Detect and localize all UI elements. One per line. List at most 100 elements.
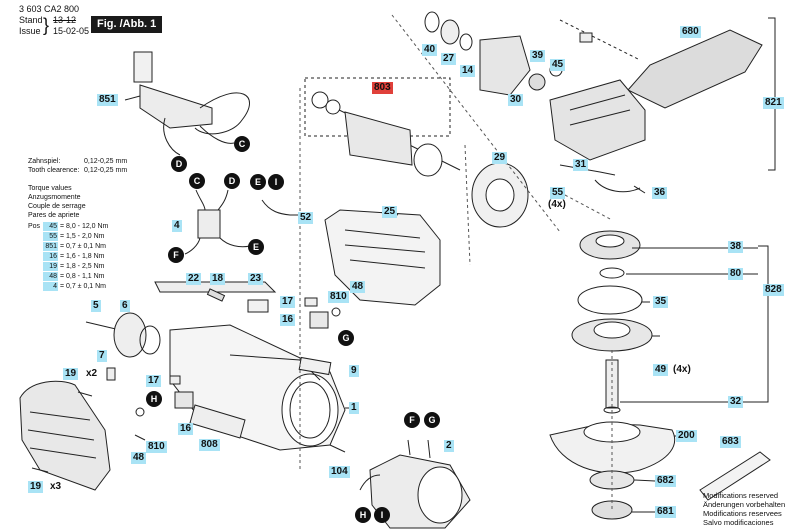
- connector-c-2: C: [189, 173, 205, 189]
- torque-title-en: Torque values: [28, 185, 72, 192]
- part-label-22: 22: [186, 273, 202, 285]
- torque-row: 851 = 0,7 ± 0,1 Nm: [43, 242, 106, 251]
- group-brackets: [758, 17, 782, 403]
- part-803-armature: [304, 77, 461, 177]
- part-19a: [77, 391, 93, 397]
- part-30-flange: [479, 35, 531, 96]
- modifications-note: Modifications reserved Änderungen vorbeh…: [703, 491, 785, 527]
- part-label-55: 55: [550, 187, 566, 199]
- torque-row: 4 = 0,7 ± 0,1 Nm: [43, 282, 106, 291]
- part-label-200: 200: [676, 430, 697, 442]
- part-label-39: 39: [530, 50, 546, 62]
- part-18-spring: [206, 288, 226, 302]
- part-680-handle: [559, 19, 763, 109]
- torque-title-es: Pares de apriete: [28, 212, 80, 219]
- part-label-32: 32: [728, 396, 744, 408]
- part-16b: [174, 391, 194, 409]
- modifications-line: Änderungen vorbehalten: [703, 500, 786, 509]
- torque-row: 55 = 1,5 - 2,0 Nm: [43, 232, 105, 241]
- modifications-line: Salvo modificaciones: [703, 518, 774, 527]
- connector-i-2: I: [374, 507, 390, 523]
- connector-g-2: G: [424, 412, 440, 428]
- part-29-fan: [471, 162, 529, 228]
- part-4-switch: [184, 189, 251, 255]
- connector-e-1: E: [250, 174, 266, 190]
- part-80-washer: [599, 267, 625, 279]
- modifications-line: Modifications reservees: [703, 509, 782, 518]
- tooth-clearance-label: Tooth clearence:: [28, 167, 80, 174]
- part-23-slide: [247, 299, 269, 313]
- torque-title-fr: Couple de serrage: [28, 203, 86, 210]
- part-682-flange: [589, 470, 635, 490]
- part-qty-x3: x3: [50, 481, 62, 492]
- issue-label: Issue: [19, 26, 41, 36]
- connector-f-2: F: [404, 412, 420, 428]
- stand-label: Stand: [19, 15, 43, 25]
- part-label-30: 30: [508, 94, 524, 106]
- torque-pos-label: Pos: [28, 223, 41, 230]
- connector-g-1: G: [338, 330, 354, 346]
- part-label-36: 36: [652, 187, 668, 199]
- part-label-38: 38: [728, 241, 744, 253]
- torque-row: 45 = 8,0 - 12,0 Nm: [43, 222, 108, 231]
- stand-value: 13-12: [53, 15, 77, 25]
- part-label-40: 40: [422, 44, 438, 56]
- part-label-682: 682: [655, 475, 676, 487]
- part-label-23: 23: [248, 273, 264, 285]
- part-48b: [134, 434, 146, 441]
- part-label-16-a: 16: [280, 314, 296, 326]
- part-52-clip: [261, 199, 300, 216]
- part-label-17-a: 17: [280, 296, 296, 308]
- zahnspiel-label: Zahnspiel:: [28, 158, 61, 165]
- part-683-spanner: [699, 451, 771, 501]
- part-22-rail: [154, 281, 277, 293]
- part-828-bearing-flange: [571, 318, 653, 352]
- doc-number: 3 603 CA2 800: [19, 4, 80, 14]
- part-821-gear-head: [549, 79, 646, 161]
- part-label-31: 31: [573, 159, 589, 171]
- connector-e-2: E: [248, 239, 264, 255]
- connector-i-1: I: [268, 174, 284, 190]
- torque-row: 48 = 0,8 - 1,1 Nm: [43, 272, 105, 281]
- figure-title: Fig. /Abb. 1: [91, 16, 163, 33]
- part-38-crown-gear: [579, 230, 641, 260]
- part-label-19-b: 19: [28, 481, 44, 493]
- part-36-spring: [594, 179, 641, 193]
- part-1-motor-housing: [169, 324, 346, 451]
- part-7: [106, 367, 116, 381]
- part-label-19-a: 19: [63, 368, 79, 380]
- part-810a: [331, 307, 341, 317]
- part-label-35: 35: [653, 296, 669, 308]
- part-label-6: 6: [120, 300, 130, 312]
- issue-value: 15-02-05: [53, 26, 90, 36]
- part-label-7: 7: [97, 350, 107, 362]
- part-label-17-b: 17: [146, 375, 162, 387]
- connector-f-1: F: [168, 247, 184, 263]
- part-label-25: 25: [382, 206, 398, 218]
- part-681-nut: [591, 500, 633, 520]
- part-39-pinion: [528, 73, 546, 91]
- part-label-2: 2: [444, 440, 454, 452]
- part-label-803: 803: [372, 82, 393, 94]
- part-label-48-b: 48: [131, 452, 147, 464]
- part-104-screw: [329, 444, 346, 453]
- connector-h-2: H: [355, 507, 371, 523]
- part-40-ring: [424, 11, 440, 33]
- part-5-6-spindle: [85, 312, 161, 358]
- part-label-810-b: 810: [146, 441, 167, 453]
- connector-c-1: C: [234, 136, 250, 152]
- part-17a: [304, 297, 318, 307]
- part-35-gasket: [577, 285, 643, 315]
- part-label-681: 681: [655, 506, 676, 518]
- part-label-851: 851: [97, 94, 118, 106]
- torque-row: 16 = 1,6 - 1,8 Nm: [43, 252, 105, 261]
- part-label-27: 27: [441, 53, 457, 65]
- part-qty-4x-b: (4x): [673, 364, 691, 375]
- part-label-52: 52: [298, 212, 314, 224]
- part-label-18: 18: [210, 273, 226, 285]
- part-14-ring: [459, 33, 473, 51]
- part-label-683: 683: [720, 436, 741, 448]
- part-label-80: 80: [728, 268, 744, 280]
